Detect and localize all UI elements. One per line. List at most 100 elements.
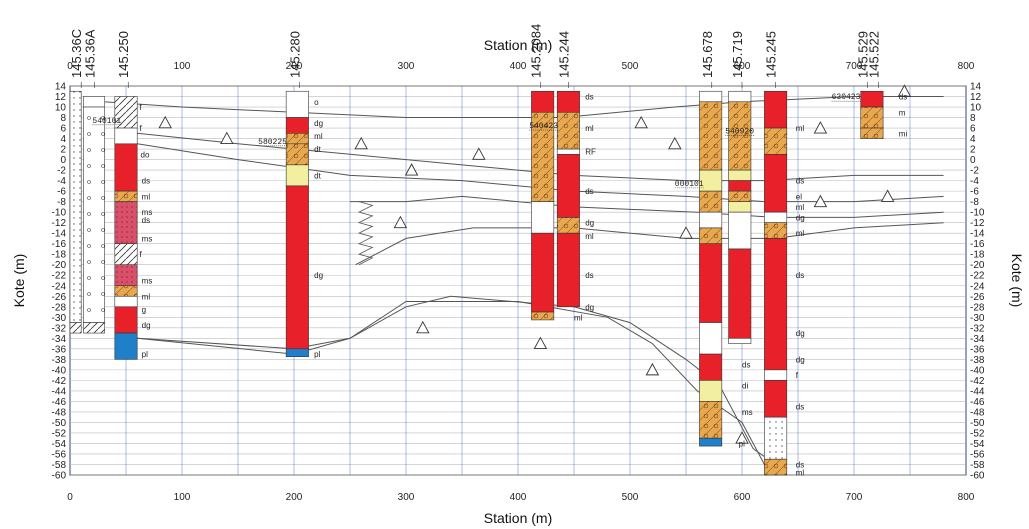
- y-tick-right: -46: [970, 397, 985, 408]
- water-level-triangle: [404, 163, 419, 176]
- borehole-layer: [699, 437, 723, 447]
- water-level-triangle: [813, 121, 828, 134]
- y-tick-right: 0: [970, 155, 976, 166]
- soil-label: mi: [899, 129, 908, 138]
- soil-label: ml: [142, 192, 151, 201]
- soil-label: ml: [142, 292, 151, 301]
- soil-label: ds: [142, 177, 150, 186]
- x-tick-bottom: 600: [734, 492, 751, 503]
- annotation-code: 630423: [832, 93, 861, 102]
- y-tick-right: -54: [970, 439, 985, 450]
- y-tick-left: -42: [52, 376, 67, 387]
- y-tick-right: -34: [970, 334, 985, 345]
- soil-label: ds: [899, 93, 907, 102]
- y-tick-left: -24: [52, 281, 67, 292]
- soil-label: ds: [742, 361, 750, 370]
- soil-label: ml: [796, 203, 805, 212]
- y-tick-right: -56: [970, 449, 985, 460]
- x-tick-bottom: 100: [174, 492, 191, 503]
- soil-label: dg: [585, 219, 594, 228]
- borehole-label: 145.678: [700, 31, 715, 78]
- stratum-line: [350, 195, 944, 218]
- y-tick-left: -44: [52, 386, 67, 397]
- y-tick-left: -60: [52, 471, 67, 482]
- borehole-layer: [764, 90, 788, 129]
- borehole-layer: [69, 90, 82, 323]
- y-tick-left: 6: [60, 124, 66, 135]
- soil-label: RF: [585, 148, 596, 157]
- soil-label: dg: [796, 213, 805, 222]
- x-tick-bottom: 400: [510, 492, 527, 503]
- y-tick-right: 4: [970, 134, 976, 145]
- borehole-layer: [764, 369, 788, 381]
- y-tick-left: -22: [52, 271, 67, 282]
- borehole-layer: [699, 243, 723, 323]
- y-tick-right: -14: [970, 229, 985, 240]
- soil-label: ms: [142, 277, 153, 286]
- y-tick-right: 6: [970, 124, 976, 135]
- y-tick-left: -10: [52, 208, 67, 219]
- borehole-layer: [699, 401, 723, 439]
- borehole-layer: [764, 416, 788, 460]
- y-tick-left: -2: [57, 166, 66, 177]
- water-level-triangle: [416, 320, 430, 334]
- borehole-layer: [764, 222, 788, 239]
- borehole-layer: [83, 106, 106, 323]
- borehole-label: 145.250: [116, 31, 131, 78]
- soil-label: ml: [796, 124, 805, 133]
- borehole-layer: [556, 154, 580, 218]
- borehole-label: 145.2084: [528, 24, 543, 78]
- y-tick-left: 0: [60, 155, 66, 166]
- soil-label: f: [139, 103, 142, 112]
- soil-label: ds: [796, 177, 804, 186]
- y-tick-left: -56: [52, 449, 67, 460]
- borehole-layer: [556, 232, 580, 308]
- y-tick-left: -54: [52, 439, 67, 450]
- soil-label: el: [796, 192, 802, 201]
- borehole-layer: [114, 143, 138, 192]
- y-tick-right: -4: [970, 176, 979, 187]
- y-tick-left: -52: [52, 428, 67, 439]
- borehole-layer: [728, 190, 752, 202]
- y-tick-left: 4: [60, 134, 66, 145]
- water-level-triangle: [880, 189, 895, 202]
- borehole-layer: [531, 201, 555, 234]
- borehole-label: 145.522: [867, 31, 882, 78]
- y-tick-right: -8: [970, 197, 979, 208]
- y-tick-left: 10: [55, 103, 67, 114]
- borehole-layer: [699, 90, 723, 103]
- soil-label: ds: [585, 271, 593, 280]
- borehole-layer: [764, 211, 788, 223]
- water-level-triangle: [735, 431, 749, 444]
- water-level-triangle: [220, 131, 234, 145]
- y-tick-right: 10: [970, 103, 982, 114]
- y-tick-right: -10: [970, 208, 985, 219]
- y-tick-left: -50: [52, 418, 67, 429]
- y-tick-right: -50: [970, 418, 985, 429]
- borehole-layer: [285, 164, 309, 187]
- y-tick-right: 8: [970, 113, 976, 124]
- water-level-triangle: [354, 136, 368, 150]
- soil-label: ds: [796, 403, 804, 412]
- x-tick-bottom: 300: [398, 492, 415, 503]
- borehole-layer: [699, 353, 723, 381]
- y-tick-left: -38: [52, 355, 67, 366]
- y-tick-left: -32: [52, 323, 67, 334]
- borehole-layer: [728, 180, 752, 192]
- borehole-layer: [114, 285, 138, 297]
- x-tick-top: 200: [286, 61, 303, 72]
- x-axis-title-bottom: Station (m): [484, 510, 552, 526]
- water-level-triangle: [634, 115, 648, 129]
- soil-label: pl: [142, 350, 148, 359]
- soil-label: ms: [742, 408, 753, 417]
- y-tick-left: -46: [52, 397, 67, 408]
- soil-label: ml: [314, 132, 323, 141]
- borehole-layer: [83, 322, 106, 334]
- y-tick-left: -4: [57, 176, 66, 187]
- soil-label: ds: [142, 216, 150, 225]
- soil-label: f: [139, 124, 142, 133]
- y-tick-left: -30: [52, 313, 67, 324]
- soil-label: dg: [796, 355, 805, 364]
- y-tick-left: -18: [52, 250, 67, 261]
